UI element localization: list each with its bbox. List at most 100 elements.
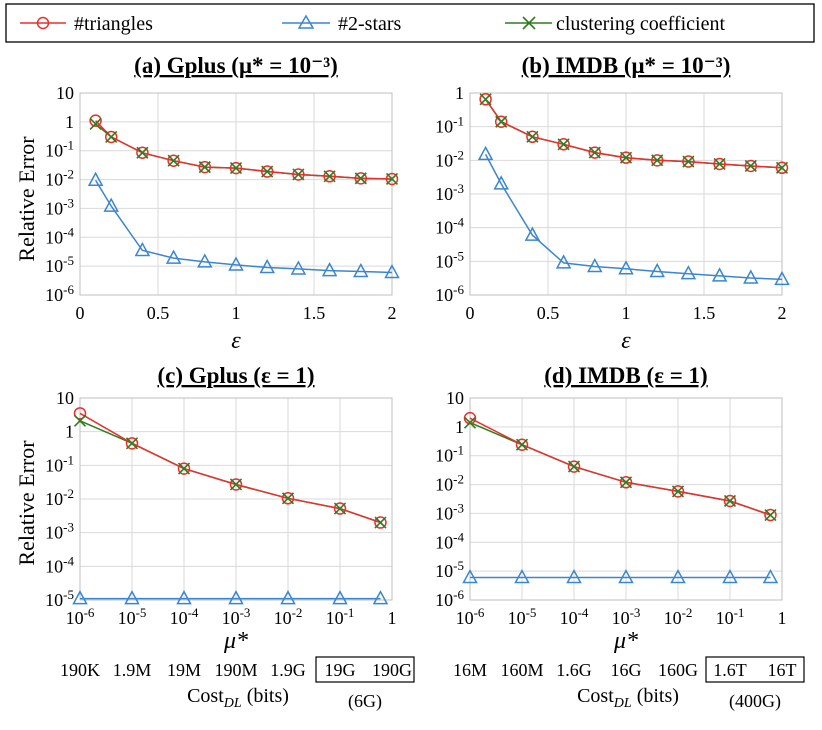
y-tick-label: 10-5 xyxy=(45,253,74,276)
y-tick-label: 10 xyxy=(446,388,464,408)
cost-value: 16M xyxy=(453,660,487,680)
data-point xyxy=(462,568,478,584)
y-tick-label: 10-6 xyxy=(435,587,464,610)
data-point xyxy=(618,568,634,584)
data-point xyxy=(323,170,336,183)
data-point xyxy=(713,157,726,171)
data-point xyxy=(618,260,634,275)
data-point xyxy=(167,154,180,167)
y-tick-label: 1 xyxy=(65,422,74,442)
data-point xyxy=(495,115,508,128)
y-tick-label: 10-2 xyxy=(45,486,74,509)
cost-value: 190M xyxy=(214,660,257,680)
data-point xyxy=(198,161,211,174)
x-tick-label: 10-5 xyxy=(118,605,147,628)
cost-value: 16T xyxy=(768,660,797,680)
data-point xyxy=(73,414,87,427)
data-point xyxy=(385,172,399,186)
cost-value: 160G xyxy=(658,660,698,680)
y-tick-label: 10-2 xyxy=(45,167,74,190)
data-point xyxy=(229,161,243,175)
legend-item-2-stars: #2-stars xyxy=(282,13,402,35)
x-tick-label: 2 xyxy=(388,303,397,323)
y-tick-label: 10-4 xyxy=(435,215,464,238)
data-point xyxy=(567,460,581,473)
data-point xyxy=(229,162,243,175)
data-point xyxy=(682,155,695,168)
data-point xyxy=(292,168,305,181)
y-tick-label: 10-6 xyxy=(435,282,464,305)
y-tick-label: 10-4 xyxy=(45,553,74,576)
y-tick-label: 10 xyxy=(56,83,74,103)
data-point xyxy=(89,117,102,130)
legend: #triangles #2-stars clustering coefficie… xyxy=(5,3,815,43)
data-point xyxy=(167,154,180,167)
x-tick-label: 1 xyxy=(778,608,787,628)
x-tick-label: 1.5 xyxy=(693,303,716,323)
x-tick-label: 0 xyxy=(76,303,85,323)
cost-box xyxy=(315,656,415,683)
data-point xyxy=(104,130,118,144)
data-point xyxy=(136,146,149,160)
data-point xyxy=(723,494,737,508)
data-point xyxy=(566,568,582,584)
x-tick-label: 1 xyxy=(622,303,631,323)
data-point xyxy=(73,407,87,420)
data-point xyxy=(259,258,275,274)
data-point xyxy=(372,590,389,605)
cost-value: 190K xyxy=(60,660,100,680)
x-tick-label: 0.5 xyxy=(147,303,170,323)
cost-value: 1.6T xyxy=(713,660,747,680)
data-point xyxy=(619,151,633,164)
data-point xyxy=(281,492,295,505)
legend-label: clustering coefficient xyxy=(556,13,725,35)
x-tick-label: 10-6 xyxy=(66,605,95,628)
y-tick-label: 10-1 xyxy=(45,138,74,161)
panel-a-xlabel: ε xyxy=(231,328,241,354)
data-point xyxy=(711,267,728,282)
data-point xyxy=(619,476,633,489)
x-tick-label: 10-6 xyxy=(456,605,485,628)
data-point xyxy=(515,438,529,451)
data-point xyxy=(670,568,686,584)
circle-marker-icon xyxy=(36,16,50,30)
data-point xyxy=(280,590,296,605)
x-tick-label: 10-3 xyxy=(612,605,641,628)
data-point xyxy=(557,138,570,151)
data-point xyxy=(775,161,789,174)
data-point xyxy=(321,262,338,277)
cost-box xyxy=(705,656,805,683)
legend-label: #2-stars xyxy=(338,13,402,35)
panel-d-title: (d) IMDB (ε = 1) xyxy=(544,363,707,388)
y-tick-label: 1 xyxy=(455,83,464,103)
x-tick-label: 10-4 xyxy=(560,605,589,628)
data-point xyxy=(333,502,347,515)
y-tick-label: 10-3 xyxy=(435,500,464,523)
data-point xyxy=(524,226,541,241)
series-line xyxy=(469,417,771,516)
x-tick-label: 10-2 xyxy=(274,605,303,628)
x-tick-label: 10-2 xyxy=(664,605,693,628)
data-point xyxy=(260,165,274,178)
cost-value: 19G xyxy=(325,660,356,680)
x-tick-label: 0.5 xyxy=(537,303,560,323)
legend-item-triangles: #triangles xyxy=(20,13,153,35)
data-point xyxy=(228,256,244,271)
panel-a-title: (a) Gplus (μ* = 10⁻³) xyxy=(134,53,338,78)
x-tick-label: 10-4 xyxy=(170,605,199,628)
cost-note: (6G) xyxy=(348,691,382,712)
y-tick-label: 10-5 xyxy=(45,587,74,610)
data-point xyxy=(229,478,243,491)
data-point xyxy=(762,568,779,584)
x-tick-label: 1 xyxy=(388,608,397,628)
y-tick-label: 10 xyxy=(56,388,74,408)
data-point xyxy=(680,265,697,280)
data-point xyxy=(165,249,182,264)
data-point xyxy=(374,516,387,529)
data-point xyxy=(588,146,601,159)
data-point xyxy=(384,263,400,279)
y-tick-label: 10-5 xyxy=(435,248,464,271)
